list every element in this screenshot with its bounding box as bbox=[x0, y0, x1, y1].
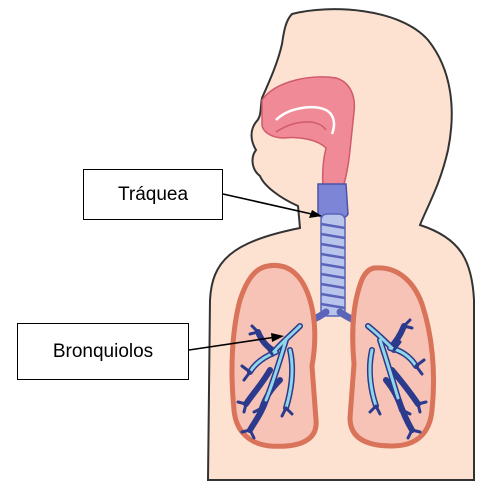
trachea-label-text: Tráquea bbox=[118, 184, 188, 206]
bronchioles-label-text: Bronquiolos bbox=[53, 341, 153, 363]
trachea-label: Tráquea bbox=[83, 169, 223, 220]
bronchioles-label: Bronquiolos bbox=[17, 323, 189, 380]
